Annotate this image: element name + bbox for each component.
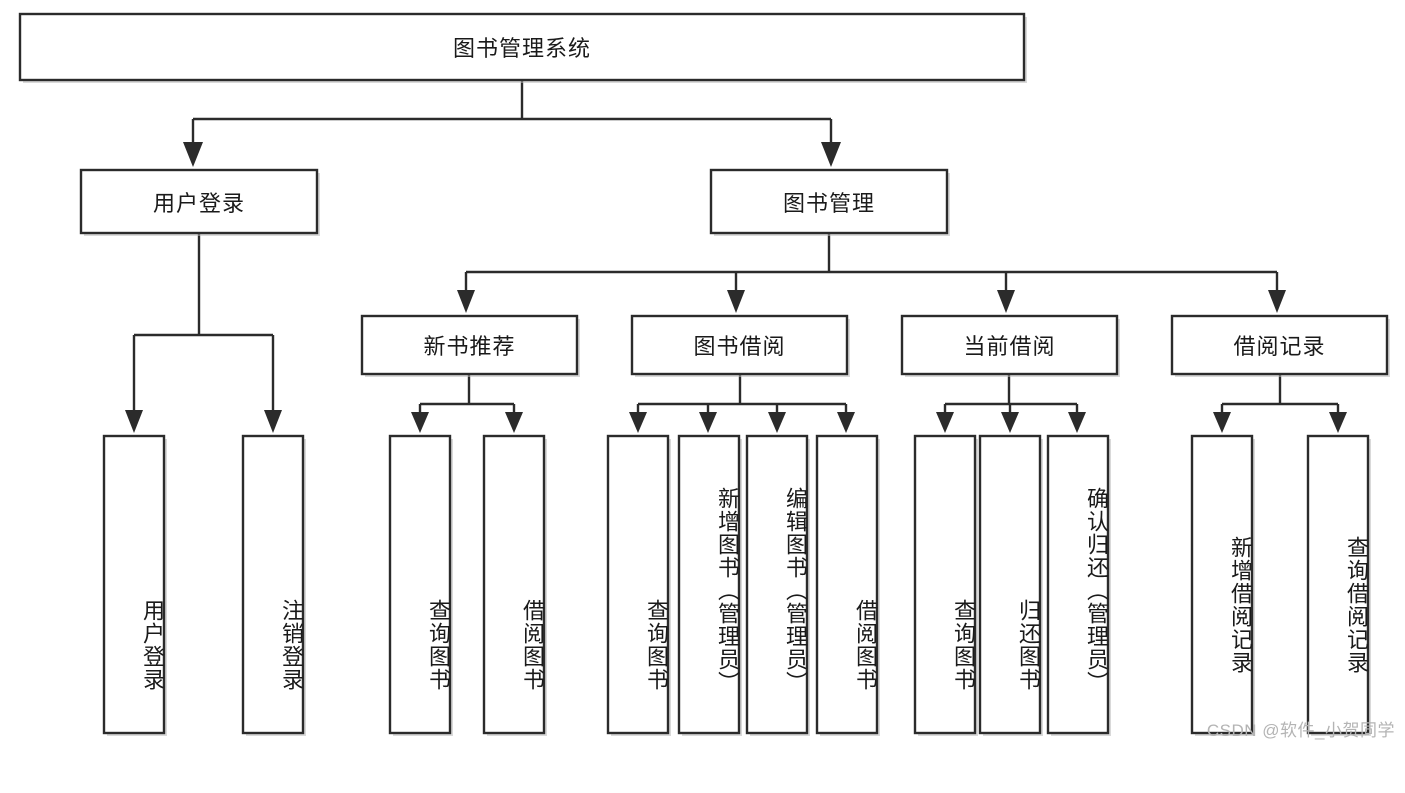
- arrow-head-leaf-confirm-return: [1068, 412, 1086, 433]
- node-box-current-borrow[interactable]: [900, 314, 1119, 376]
- node-box-leaf-add-borrow-record[interactable]: [1190, 434, 1254, 735]
- node-box-leaf-confirm-return[interactable]: [1046, 434, 1110, 735]
- arrow-head-leaf-borrow-book: [837, 412, 855, 433]
- arrow-head-borrow-record: [1268, 290, 1286, 313]
- arrow-head-leaf-borrow-book-recommend: [505, 412, 523, 433]
- connector-root-to-level2: [183, 80, 841, 167]
- connector-book-manage-to-level3: [457, 233, 1286, 313]
- node-box-leaf-borrow-book-recommend[interactable]: [482, 434, 546, 735]
- node-box-leaf-query-book-recommend[interactable]: [388, 434, 452, 735]
- arrow-head-book-borrow: [727, 290, 745, 313]
- arrow-head-leaf-add-book: [699, 412, 717, 433]
- node-box-leaf-borrow-book[interactable]: [815, 434, 879, 735]
- node-box-book-borrow[interactable]: [630, 314, 849, 376]
- node-box-leaf-query-book-borrow[interactable]: [606, 434, 670, 735]
- connector-current-borrow-to-leaves: [936, 374, 1086, 433]
- node-box-leaf-logout[interactable]: [241, 434, 305, 735]
- arrow-head-current-borrow: [997, 290, 1015, 313]
- arrow-head-new-book-recommend: [457, 290, 475, 313]
- connector-book-borrow-to-leaves: [629, 374, 855, 433]
- arrow-head-leaf-query-book-borrow: [629, 412, 647, 433]
- node-box-leaf-add-book[interactable]: [677, 434, 741, 735]
- arrow-head-leaf-user-login: [125, 410, 143, 433]
- arrow-head-book-manage: [821, 142, 841, 167]
- arrow-head-leaf-query-book-current: [936, 412, 954, 433]
- node-box-new-book-recommend[interactable]: [360, 314, 579, 376]
- node-box-leaf-edit-book[interactable]: [745, 434, 809, 735]
- node-box-leaf-return-book[interactable]: [978, 434, 1042, 735]
- node-box-leaf-query-book-current[interactable]: [913, 434, 977, 735]
- node-box-leaf-user-login[interactable]: [102, 434, 166, 735]
- node-box-book-manage[interactable]: [709, 168, 949, 235]
- arrow-head-leaf-add-borrow-record: [1213, 412, 1231, 433]
- connector-new-book-to-leaves: [411, 374, 523, 433]
- arrow-head-leaf-query-book-recommend: [411, 412, 429, 433]
- node-box-borrow-record[interactable]: [1170, 314, 1389, 376]
- arrow-head-user-login: [183, 142, 203, 167]
- flowchart-svg: [18, 12, 1390, 736]
- arrow-head-leaf-query-borrow-record: [1329, 412, 1347, 433]
- arrow-head-leaf-logout: [264, 410, 282, 433]
- node-box-leaf-query-borrow-record[interactable]: [1306, 434, 1370, 735]
- node-box-root[interactable]: [18, 12, 1026, 82]
- connector-borrow-record-to-leaves: [1213, 374, 1347, 433]
- csdn-watermark: CSDN @软件_小贺同学: [1206, 721, 1395, 740]
- arrow-head-leaf-edit-book: [768, 412, 786, 433]
- flowchart-canvas: 图书管理系统 用户登录 图书管理 新书推荐 图书借阅 当前借阅 借阅记录 用户登…: [18, 12, 1395, 740]
- connector-user-login-to-leaves: [125, 233, 282, 433]
- arrow-head-leaf-return-book: [1001, 412, 1019, 433]
- node-box-user-login[interactable]: [79, 168, 319, 235]
- node-boxes: [18, 12, 1390, 736]
